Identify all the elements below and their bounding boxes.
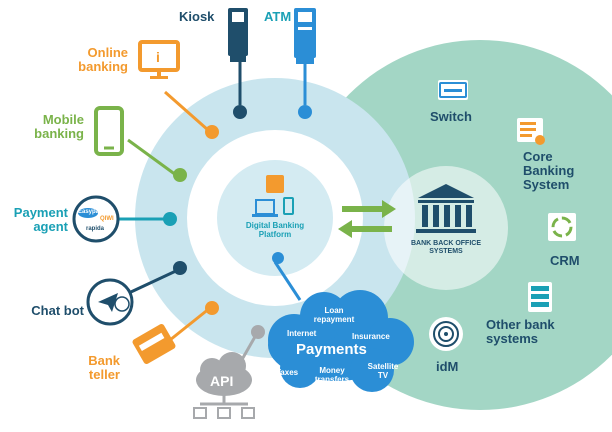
integration-arrows [338, 200, 396, 238]
payments-dot [272, 252, 284, 264]
chatbot-dot [173, 261, 187, 275]
core-banking-icon [517, 118, 545, 145]
online-banking-line-1: Online [87, 45, 128, 60]
bank-teller-icon [132, 323, 176, 365]
core-banking-line-2: Banking [523, 163, 575, 178]
internet-label: Internet [287, 329, 317, 338]
server-icon [528, 282, 552, 312]
hub-title-line-1: Digital Banking [245, 221, 305, 230]
core-banking-label: Core Banking System [523, 150, 574, 192]
bank-building-icon [416, 184, 476, 233]
payment-agent-line-1: Payment [13, 205, 68, 220]
online-connector [164, 90, 209, 132]
mobile-dot [173, 168, 187, 182]
mobile-connector [127, 138, 177, 177]
api-label: API [210, 373, 234, 389]
payment-dot [163, 212, 177, 226]
satellite-line-1: Satellite [367, 362, 399, 371]
bank-teller-line-1: Bank [88, 353, 120, 368]
back-office-title: BANK BACK OFFICE SYSTEMS [396, 240, 496, 256]
back-office-line-1: BANK BACK OFFICE [411, 240, 481, 247]
money-line-1: Money [319, 366, 345, 375]
hub-devices-icon [252, 175, 294, 217]
crm-label: CRM [550, 253, 580, 268]
satellite-line-2: TV [377, 371, 389, 380]
mobile-banking-line-1: Mobile [42, 112, 84, 127]
other-systems-label: Other bank systems [486, 318, 555, 346]
online-dot [205, 125, 219, 139]
kiosk-dot [233, 105, 247, 119]
idm-label: idM [436, 359, 459, 374]
payments-cloud [268, 290, 414, 392]
mobile-banking-label: Mobile banking [18, 113, 84, 141]
payments-connector [273, 261, 302, 301]
api-dot [251, 325, 265, 339]
mobile-banking-icon [94, 106, 124, 156]
kiosk-icon [228, 8, 248, 62]
payment-agent-line-2: agent [33, 219, 68, 234]
easypay-logo: Easypay [78, 209, 103, 215]
hub-title-line-2: Platform [258, 230, 292, 239]
money-transfers-label: Money transfers [310, 366, 354, 384]
crm-recycle-icon [548, 213, 576, 241]
back-office-line-2: SYSTEMS [429, 248, 463, 255]
payments-title: Payments [296, 341, 367, 358]
loan-repayment-label: Loan repayment [312, 306, 356, 324]
taxes-label: Taxes [276, 368, 299, 377]
rapida-logo: rapida [86, 226, 105, 232]
bank-teller-label: Bank teller [64, 354, 120, 382]
kiosk-label: Kiosk [179, 9, 215, 24]
online-banking-line-2: banking [78, 59, 128, 74]
teller-connector [169, 306, 211, 342]
mobile-banking-line-2: banking [34, 126, 84, 141]
other-systems-line-1: Other bank [486, 317, 555, 332]
chat-bot-icon [86, 278, 134, 326]
switch-card-icon [438, 80, 468, 100]
satellite-tv-label: Satellite TV [363, 362, 403, 380]
atm-dot [298, 105, 312, 119]
fingerprint-icon [429, 317, 463, 351]
online-banking-label: Online banking [66, 46, 128, 74]
teller-dot [205, 301, 219, 315]
hub-title: Digital Banking Platform [235, 221, 315, 239]
chat-bot-label: Chat bot [31, 303, 84, 318]
money-line-2: transfers [314, 375, 350, 384]
payment-agent-label: Payment agent [2, 206, 68, 234]
qiwi-logo: QIWI [100, 216, 114, 222]
atm-label: ATM [264, 9, 292, 24]
api-cloud-icon [193, 352, 255, 419]
insurance-label: Insurance [352, 332, 390, 341]
loan-line-2: repayment [313, 315, 355, 324]
core-banking-line-3: System [523, 177, 570, 192]
atm-icon [294, 8, 316, 64]
svg-text:i: i [156, 49, 160, 65]
loan-line-1: Loan [324, 306, 344, 315]
hub-circle [217, 160, 333, 276]
payment-agent-icon [72, 195, 120, 243]
back-office-circle [384, 166, 508, 290]
switch-label: Switch [430, 109, 472, 124]
other-systems-line-2: systems [486, 331, 539, 346]
bank-teller-line-2: teller [88, 367, 120, 382]
online-banking-icon: i [138, 40, 180, 79]
core-banking-line-1: Core [523, 149, 553, 164]
